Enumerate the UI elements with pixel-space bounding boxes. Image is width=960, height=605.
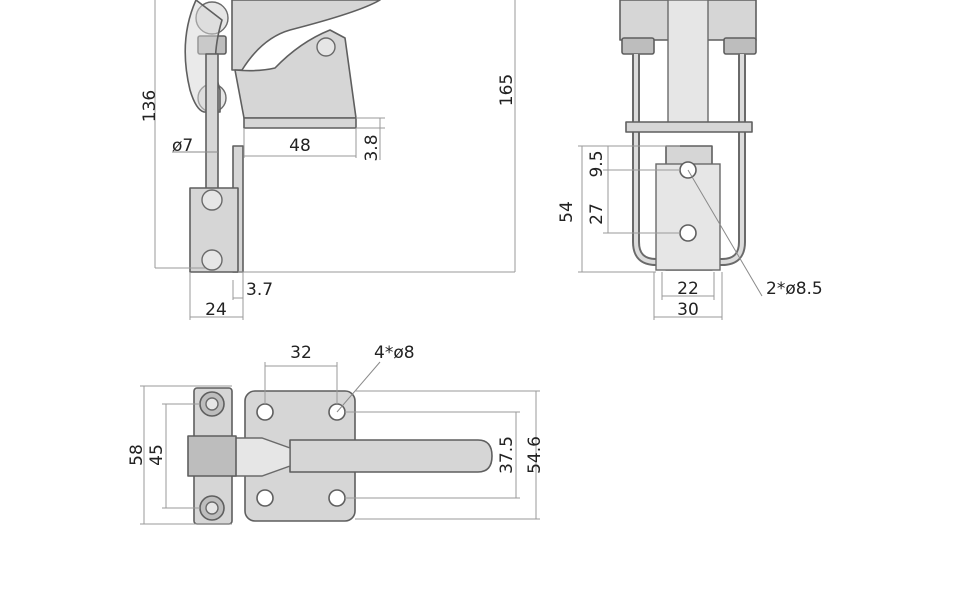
dim-4x-dia-8: 4*ø8 (374, 343, 415, 363)
top-view: 32 4*ø8 58 45 37.5 54.6 (127, 343, 545, 525)
side-view: 136 165 ø7 48 3.8 3.7 24 (140, 0, 517, 320)
dim-27: 27 (587, 203, 607, 225)
dim-136: 136 (140, 90, 160, 122)
dim-165: 165 (497, 74, 517, 106)
dim-2x-dia-8-5: 2*ø8.5 (766, 279, 823, 299)
dim-3-7: 3.7 (246, 280, 273, 300)
mount-hole-tl (256, 403, 274, 421)
clamp-cross (187, 435, 237, 477)
front-bolt-left (621, 37, 655, 55)
dim-9-5: 9.5 (587, 150, 607, 177)
base-plate (243, 117, 357, 129)
front-bolt-right (723, 37, 757, 55)
front-center-plate (667, 0, 709, 131)
mount-hole-bl (256, 489, 274, 507)
latch-slot-top (201, 189, 223, 211)
dim-58: 58 (127, 444, 147, 466)
dim-48: 48 (289, 136, 311, 156)
clamp-handle (231, 0, 381, 71)
dim-3-8: 3.8 (362, 134, 382, 161)
dim-rod-dia: ø7 (172, 136, 193, 156)
dim-37-5: 37.5 (497, 436, 517, 474)
handle-grip (289, 439, 493, 473)
dim-45: 45 (147, 444, 167, 466)
dim-30: 30 (677, 300, 699, 320)
latch-slot-bottom (201, 249, 223, 271)
keeper-side (655, 163, 721, 271)
dim-32: 32 (290, 343, 312, 363)
pivot-pin (316, 37, 336, 57)
keeper-hole-bottom (679, 224, 697, 242)
bolt-bottom-inner (205, 501, 219, 515)
dim-24: 24 (205, 300, 227, 320)
front-crossbar (625, 121, 753, 133)
bolt-top-inner (205, 397, 219, 411)
dim-54: 54 (557, 201, 577, 223)
dim-22: 22 (677, 279, 699, 299)
mount-hole-br (328, 489, 346, 507)
dim-54-6: 54.6 (525, 436, 545, 474)
front-view: 9.5 27 54 22 30 2*ø8.5 (557, 0, 823, 320)
